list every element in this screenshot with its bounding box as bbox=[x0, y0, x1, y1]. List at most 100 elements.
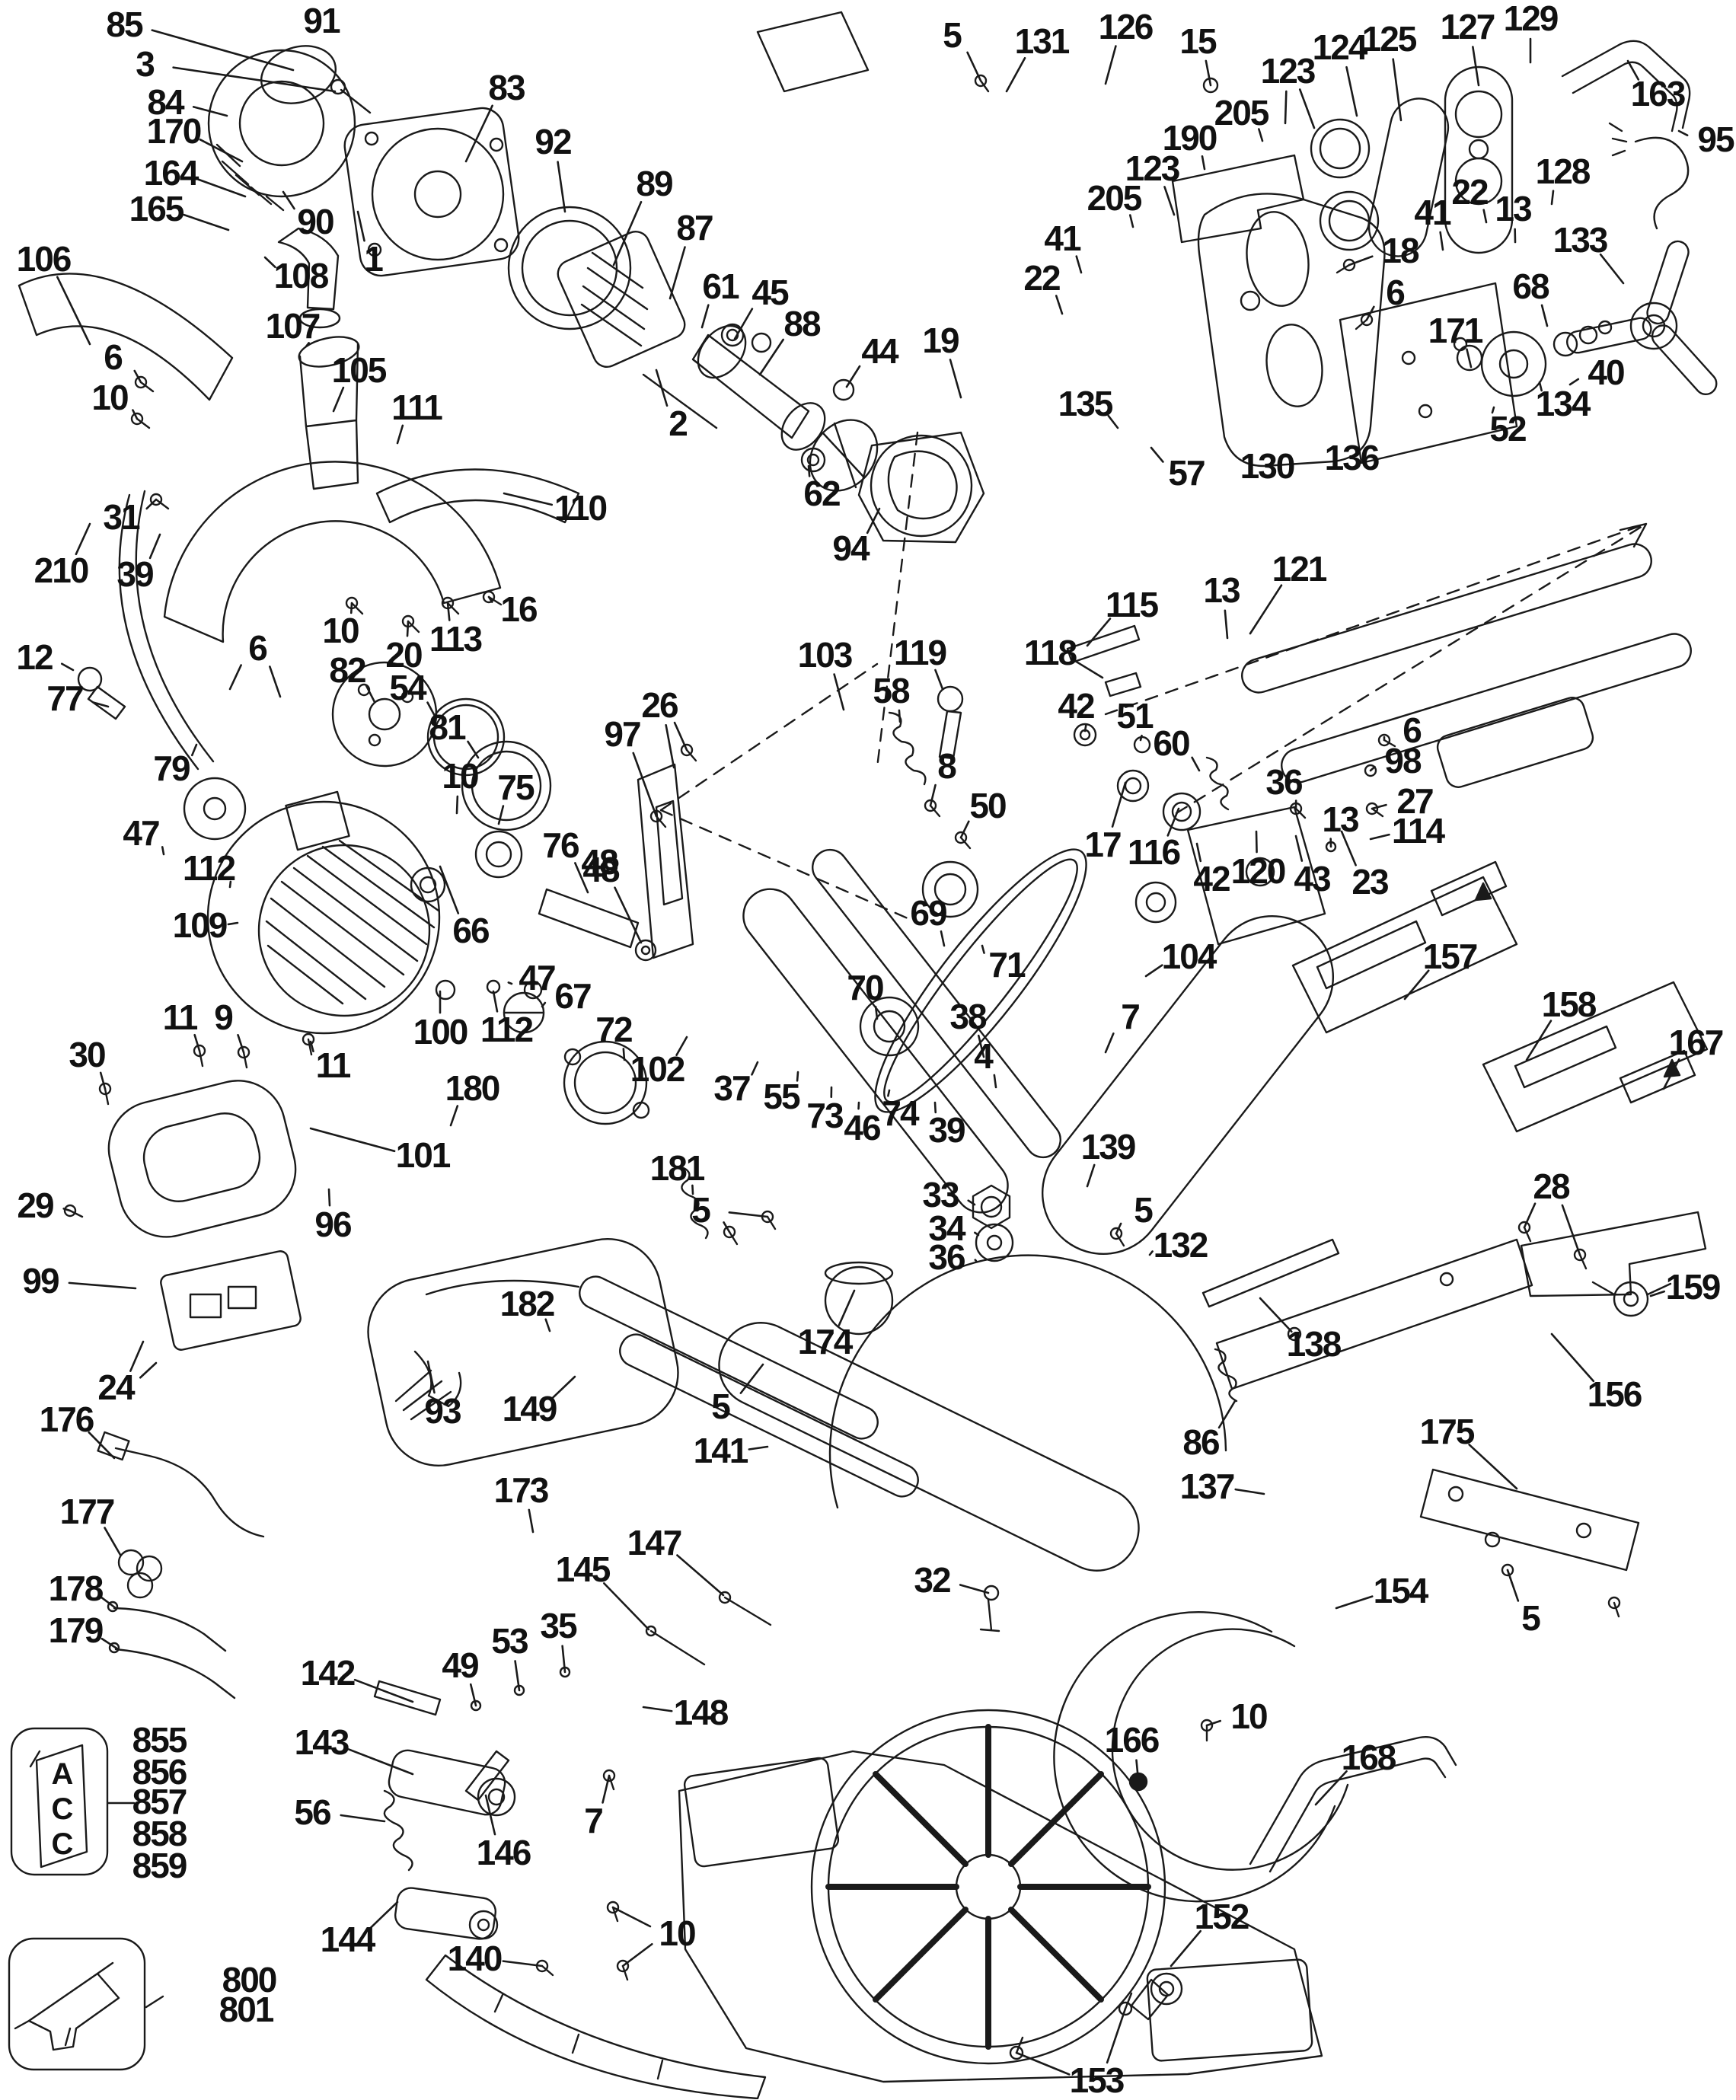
part-label-56: 56 bbox=[294, 1795, 330, 1830]
part-label-46: 46 bbox=[844, 1110, 879, 1145]
part-label-2: 2 bbox=[669, 406, 687, 441]
part-label-6: 6 bbox=[1386, 275, 1404, 310]
part-label-165: 165 bbox=[129, 191, 183, 226]
part-label-136: 136 bbox=[1325, 440, 1379, 475]
part-label-159: 159 bbox=[1666, 1269, 1720, 1304]
part-label-39: 39 bbox=[116, 557, 152, 592]
part-label-62: 62 bbox=[803, 476, 839, 511]
part-label-85: 85 bbox=[106, 7, 142, 42]
part-label-22: 22 bbox=[1451, 174, 1487, 209]
part-label-91: 91 bbox=[303, 3, 339, 38]
part-label-52: 52 bbox=[1489, 411, 1525, 446]
part-label-71: 71 bbox=[988, 947, 1024, 982]
part-label-103: 103 bbox=[798, 637, 852, 672]
part-label-170: 170 bbox=[147, 113, 201, 148]
part-label-66: 66 bbox=[452, 913, 488, 948]
part-label-119: 119 bbox=[894, 635, 946, 670]
part-label-5: 5 bbox=[1134, 1192, 1152, 1227]
part-label-48: 48 bbox=[581, 844, 617, 879]
part-label-15: 15 bbox=[1179, 24, 1215, 59]
part-label-113: 113 bbox=[429, 621, 481, 656]
part-label-74: 74 bbox=[882, 1096, 917, 1131]
part-label-126: 126 bbox=[1099, 9, 1153, 44]
part-label-24: 24 bbox=[97, 1370, 133, 1405]
part-label-177: 177 bbox=[60, 1494, 114, 1529]
part-label-174: 174 bbox=[798, 1324, 852, 1359]
part-label-123: 123 bbox=[1261, 53, 1315, 88]
part-label-86: 86 bbox=[1182, 1425, 1218, 1460]
part-label-175: 175 bbox=[1420, 1414, 1474, 1449]
part-label-156: 156 bbox=[1588, 1377, 1642, 1412]
part-label-77: 77 bbox=[46, 681, 82, 716]
part-label-134: 134 bbox=[1536, 386, 1590, 421]
part-label-42: 42 bbox=[1193, 861, 1229, 896]
part-label-9: 9 bbox=[214, 1000, 232, 1035]
part-label-128: 128 bbox=[1536, 154, 1590, 189]
part-label-7: 7 bbox=[584, 1803, 602, 1838]
part-label-93: 93 bbox=[424, 1393, 460, 1428]
part-label-111: 111 bbox=[391, 390, 442, 425]
part-label-37: 37 bbox=[713, 1071, 749, 1106]
part-label-109: 109 bbox=[173, 908, 227, 943]
part-label-157: 157 bbox=[1423, 939, 1477, 974]
part-label-5: 5 bbox=[711, 1389, 729, 1424]
part-label-167: 167 bbox=[1669, 1025, 1723, 1060]
part-label-178: 178 bbox=[49, 1571, 103, 1606]
part-label-118: 118 bbox=[1024, 635, 1076, 670]
part-label-89: 89 bbox=[636, 166, 672, 201]
part-label-69: 69 bbox=[910, 895, 946, 930]
part-label-4: 4 bbox=[974, 1039, 992, 1074]
part-label-158: 158 bbox=[1542, 987, 1596, 1022]
part-label-179: 179 bbox=[49, 1613, 103, 1648]
part-label-30: 30 bbox=[69, 1037, 104, 1072]
part-label-154: 154 bbox=[1374, 1573, 1428, 1608]
part-label-131: 131 bbox=[1015, 24, 1069, 59]
part-label-13: 13 bbox=[1495, 191, 1530, 226]
part-label-125: 125 bbox=[1362, 21, 1416, 56]
part-label-36: 36 bbox=[1265, 764, 1301, 799]
part-label-70: 70 bbox=[847, 970, 882, 1005]
part-label-13: 13 bbox=[1322, 802, 1358, 837]
part-label-31: 31 bbox=[103, 499, 139, 535]
part-label-149: 149 bbox=[503, 1391, 557, 1426]
part-label-40: 40 bbox=[1588, 355, 1623, 390]
part-label-96: 96 bbox=[314, 1207, 350, 1242]
part-label-164: 164 bbox=[144, 155, 198, 190]
part-label-76: 76 bbox=[542, 828, 578, 863]
part-label-6: 6 bbox=[104, 340, 122, 375]
part-label-12: 12 bbox=[16, 640, 52, 675]
part-label-144: 144 bbox=[321, 1922, 375, 1957]
part-label-6: 6 bbox=[248, 630, 266, 665]
part-label-92: 92 bbox=[535, 124, 570, 159]
part-label-29: 29 bbox=[17, 1188, 53, 1223]
part-label-23: 23 bbox=[1351, 864, 1387, 899]
part-label-44: 44 bbox=[861, 334, 897, 369]
part-label-39: 39 bbox=[928, 1112, 964, 1147]
part-label-110: 110 bbox=[554, 490, 606, 525]
part-label-60: 60 bbox=[1153, 726, 1189, 761]
part-label-105: 105 bbox=[332, 353, 386, 388]
part-label-182: 182 bbox=[500, 1286, 554, 1321]
part-label-140: 140 bbox=[448, 1941, 502, 1976]
acc-letter: C bbox=[52, 1829, 74, 1859]
part-label-7: 7 bbox=[1121, 999, 1139, 1034]
part-label-139: 139 bbox=[1081, 1129, 1135, 1164]
part-label-129: 129 bbox=[1504, 1, 1558, 36]
part-label-97: 97 bbox=[604, 716, 640, 752]
part-label-3: 3 bbox=[136, 46, 154, 81]
part-label-95: 95 bbox=[1697, 122, 1733, 157]
part-label-99: 99 bbox=[22, 1263, 58, 1298]
part-label-35: 35 bbox=[540, 1608, 576, 1643]
part-label-173: 173 bbox=[494, 1473, 548, 1508]
part-label-5: 5 bbox=[1521, 1601, 1540, 1636]
part-label-101: 101 bbox=[396, 1138, 450, 1173]
part-label-79: 79 bbox=[153, 751, 189, 786]
part-label-53: 53 bbox=[491, 1623, 527, 1658]
part-label-42: 42 bbox=[1058, 688, 1093, 723]
part-label-106: 106 bbox=[17, 241, 71, 276]
part-label-10: 10 bbox=[91, 380, 127, 415]
part-label-1: 1 bbox=[364, 241, 382, 276]
part-label-137: 137 bbox=[1180, 1469, 1234, 1504]
